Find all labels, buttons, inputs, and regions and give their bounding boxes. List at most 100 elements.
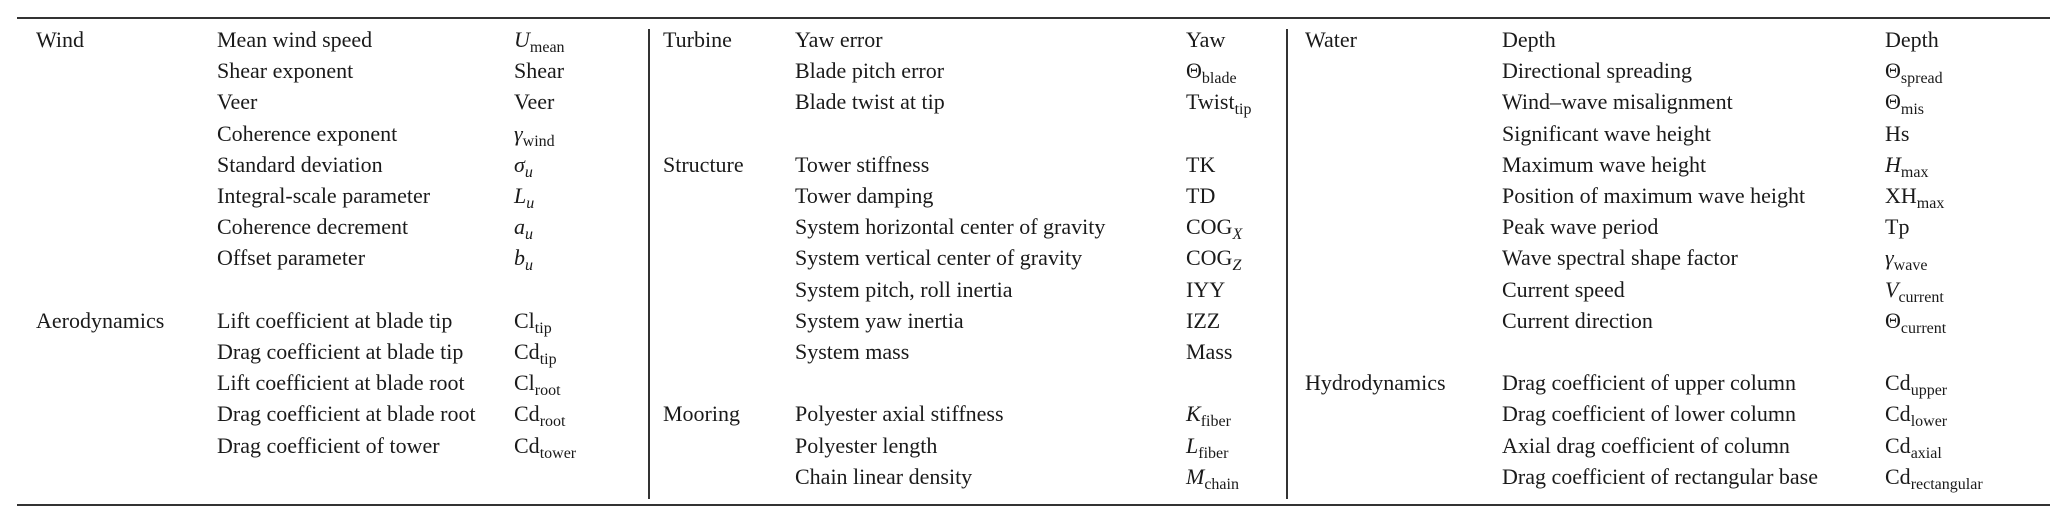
category-label: Wind (36, 27, 84, 52)
parameter-symbol: COGZ (1186, 242, 1241, 281)
symbol-base: V (1885, 276, 1899, 302)
parameter-symbol: IYY (1186, 274, 1225, 305)
parameter-description: Blade twist at tip (795, 89, 945, 115)
parameter-symbol: Mass (1186, 336, 1232, 367)
symbol-subscript: max (1916, 195, 1945, 212)
parameter-symbol: Vcurrent (1885, 274, 1944, 313)
parameter-symbol: Θblade (1186, 55, 1237, 94)
symbol-base: Veer (514, 89, 555, 115)
parameter-description: Coherence decrement (217, 214, 409, 240)
symbol-subscript: spread (1900, 70, 1943, 88)
symbol-base: Cd (1885, 370, 1911, 396)
category-label: Mooring (663, 401, 740, 427)
parameter-description: Current speed (1502, 276, 1625, 302)
parameter-symbol: Tp (1885, 211, 1909, 242)
parameter-symbol: Shear (514, 55, 564, 86)
parameter-description: Tower stiffness (795, 151, 930, 177)
symbol-subscript: u (526, 195, 535, 212)
parameter-symbol: Mchain (1186, 461, 1239, 500)
symbol-subscript: rectangular (1910, 475, 1983, 493)
symbol-subscript: axial (1910, 444, 1942, 462)
parameter-description: Polyester axial stiffness (795, 401, 1004, 427)
parameter-symbol: Cdrectangular (1885, 461, 1983, 500)
parameter-symbol: Θmis (1885, 86, 1924, 125)
parameter-description: Depth (1502, 27, 1556, 52)
symbol-base: Θ (1885, 89, 1901, 115)
symbol-subscript: tip (1234, 101, 1252, 119)
parameter-symbol: XHmax (1885, 180, 1944, 219)
symbol-base: TK (1186, 151, 1216, 177)
category-label: Hydrodynamics (1305, 370, 1446, 396)
parameter-symbol: bu (514, 242, 533, 281)
symbol-subscript: root (539, 413, 566, 431)
parameter-description: Drag coefficient at blade tip (217, 339, 464, 364)
symbol-base: Cl (514, 370, 535, 396)
parameter-symbol: au (514, 211, 533, 250)
symbol-subscript: blade (1201, 70, 1237, 88)
parameter-description: Significant wave height (1502, 120, 1711, 146)
symbol-subscript: fiber (1200, 413, 1231, 431)
symbol-base: Hs (1885, 120, 1910, 146)
parameter-description: Lift coefficient at blade tip (217, 307, 453, 333)
symbol-base: Θ (1885, 58, 1901, 84)
parameter-description: Coherence exponent (217, 120, 398, 146)
symbol-subscript: Z (1232, 257, 1242, 275)
symbol-subscript: upper (1910, 382, 1948, 400)
symbol-base: Depth (1885, 27, 1939, 52)
symbol-base: Yaw (1186, 27, 1226, 52)
symbol-base: Cd (1885, 432, 1911, 458)
parameter-description: Peak wave period (1502, 214, 1659, 240)
parameter-description: Drag coefficient of upper column (1502, 370, 1797, 396)
parameter-symbol: Hmax (1885, 149, 1928, 188)
parameter-description: Wave spectral shape factor (1502, 245, 1738, 271)
symbol-subscript: mean (529, 39, 565, 56)
symbol-subscript: fiber (1198, 444, 1229, 462)
parameter-symbol: Kfiber (1186, 398, 1231, 437)
parameter-symbol: Cdtower (514, 430, 576, 469)
symbol-base: b (514, 245, 525, 271)
symbol-base: M (1186, 463, 1205, 489)
parameter-description: Mean wind speed (217, 27, 373, 52)
parameter-symbol: Cdaxial (1885, 430, 1942, 469)
symbol-base: Cd (1885, 401, 1911, 427)
symbol-subscript: wave (1893, 257, 1928, 275)
symbol-base: K (1186, 401, 1201, 427)
parameter-description: Yaw error (795, 27, 883, 52)
symbol-base: COG (1186, 214, 1233, 240)
symbol-base: IZZ (1186, 307, 1221, 333)
parameter-symbol: Cdlower (1885, 398, 1947, 437)
parameter-symbol: Clroot (514, 367, 561, 406)
parameter-description: Standard deviation (217, 151, 383, 177)
parameter-description: Maximum wave height (1502, 151, 1707, 177)
symbol-subscript: wind (522, 132, 555, 150)
symbol-base: H (1885, 151, 1901, 177)
parameter-description: Wind–wave misalignment (1502, 89, 1733, 115)
parameter-description: Shear exponent (217, 58, 354, 84)
symbol-subscript: current (1900, 319, 1947, 337)
parameter-description: Blade pitch error (795, 58, 945, 84)
parameter-symbol: Lfiber (1186, 430, 1228, 469)
category-label: Water (1305, 27, 1357, 52)
symbol-base: Cd (1885, 463, 1911, 489)
parameter-symbol: Cdupper (1885, 367, 1947, 406)
symbol-subscript: tower (539, 444, 577, 462)
category-label: Structure (663, 151, 744, 177)
parameter-description: System mass (795, 339, 910, 364)
symbol-subscript: tip (539, 351, 557, 368)
category-label: Turbine (663, 27, 732, 52)
parameter-symbol: Umean (514, 24, 565, 63)
symbol-base: Θ (1186, 58, 1202, 84)
parameter-description: Polyester length (795, 432, 938, 458)
parameter-description: System yaw inertia (795, 307, 964, 333)
symbol-subscript: X (1232, 226, 1243, 244)
parameter-description: Axial drag coefficient of column (1502, 432, 1790, 458)
symbol-subscript: mis (1900, 101, 1925, 119)
symbol-base: L (514, 183, 527, 208)
symbol-subscript: u (525, 257, 533, 275)
parameter-description: Offset parameter (217, 245, 366, 271)
parameter-description: Drag coefficient of lower column (1502, 401, 1797, 427)
parameter-description: Drag coefficient of tower (217, 432, 440, 458)
symbol-subscript: u (525, 226, 533, 244)
parameter-description: Integral-scale parameter (217, 183, 431, 208)
symbol-base: COG (1186, 245, 1233, 271)
